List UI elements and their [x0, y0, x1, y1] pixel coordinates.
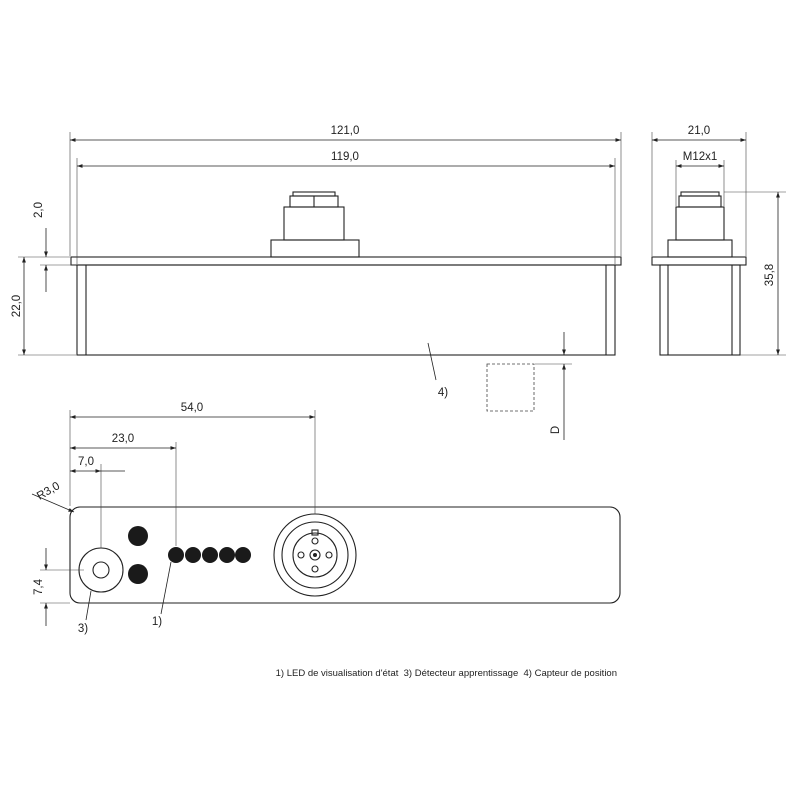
dim-body-height: 22,0 — [11, 295, 23, 317]
callout-teach: 3) — [78, 623, 88, 635]
side-view — [651, 191, 747, 356]
top-plate — [69, 506, 621, 604]
top-view — [69, 506, 621, 604]
led-3 — [202, 547, 218, 563]
dim-total-height: 35,8 — [764, 264, 776, 286]
dim-teach-offset: 7,4 — [33, 578, 45, 595]
front-view — [70, 191, 622, 412]
front-connector — [270, 191, 360, 258]
teach-button-outline — [78, 547, 124, 593]
flange-plate — [70, 256, 622, 266]
led-5 — [235, 547, 251, 563]
dim-overall-length: 121,0 — [331, 125, 360, 137]
callout-led: 1) — [152, 616, 162, 628]
led-2 — [185, 547, 201, 563]
m12-connector-face — [273, 513, 357, 597]
dim-corner-radius: R3,0 — [35, 480, 62, 503]
dimension-lines — [18, 132, 786, 626]
dim-sensing-distance: D — [550, 426, 562, 434]
dim-flange-thickness: 2,0 — [33, 202, 45, 218]
legend-text: 1) LED de visualisation d'état 3) Détect… — [276, 668, 617, 679]
indicator-led-bottom — [128, 564, 148, 584]
dim-connector-position: 54,0 — [181, 402, 203, 414]
dim-teach-position: 7,0 — [78, 456, 94, 468]
target-outline — [486, 363, 535, 412]
dim-body-length: 119,0 — [331, 151, 359, 163]
led-1 — [168, 547, 184, 563]
callout-position-sensor: 4) — [438, 387, 448, 399]
sensor-body — [76, 264, 616, 356]
led-4 — [219, 547, 235, 563]
dim-connector-thread: M12x1 — [683, 151, 718, 163]
indicator-led-top — [128, 526, 148, 546]
dim-led-position: 23,0 — [112, 433, 134, 445]
dim-width: 21,0 — [688, 125, 710, 137]
teach-button-center — [92, 561, 110, 579]
